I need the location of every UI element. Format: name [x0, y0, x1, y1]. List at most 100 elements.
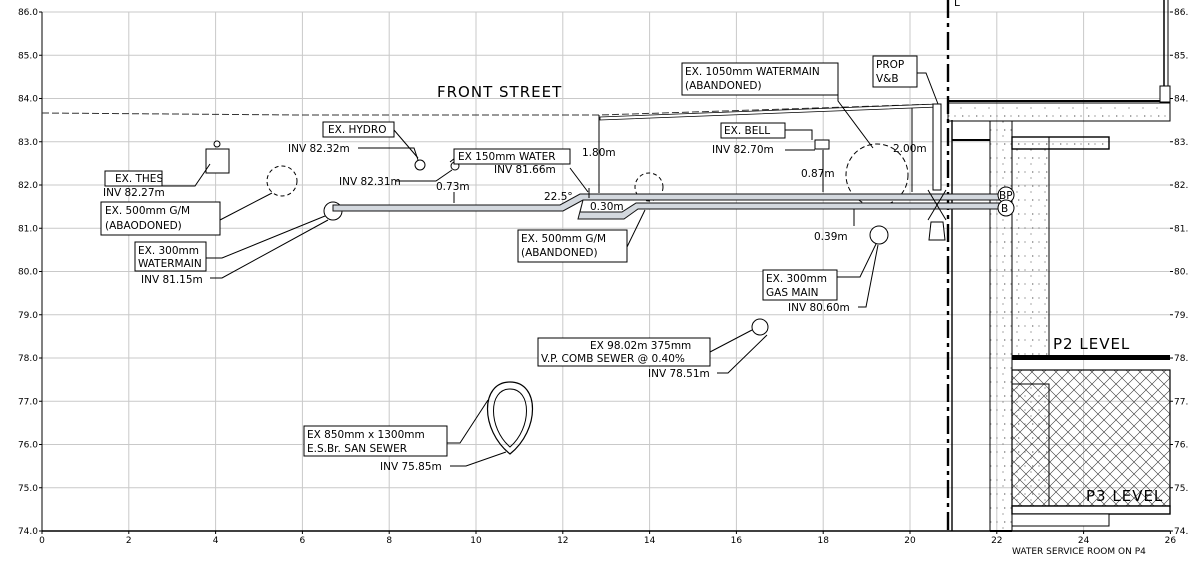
hydro-circle-1	[414, 159, 426, 171]
y-tick-label-right: 80.	[1174, 268, 1188, 278]
thes-label: EX. THES	[115, 173, 163, 185]
grid-lines	[42, 11, 1170, 531]
b-label: B	[1001, 203, 1008, 215]
b-fitting	[997, 199, 1015, 217]
y-tick-label-left: 81.0	[18, 224, 38, 234]
gm500-label-1: EX. 500mm G/M	[105, 205, 190, 217]
gm500-dashed-circle	[266, 165, 298, 197]
y-tick-label-right: 77.	[1174, 397, 1188, 407]
wm1050-label-1: EX. 1050mm WATERMAIN	[685, 66, 820, 78]
dim-073: 0.73m	[436, 181, 470, 193]
x-tick-label: 22	[991, 536, 1002, 546]
x-tick-label: 14	[644, 536, 656, 546]
thes-inv: INV 82.27m	[103, 187, 165, 199]
gm500b-label-1: EX. 500mm G/M	[521, 233, 606, 245]
bell-box	[814, 139, 830, 150]
wm1050-label-2: (ABANDONED)	[685, 80, 762, 92]
gas-main-circle	[869, 225, 889, 245]
wm300-label-1: EX. 300mm	[138, 245, 199, 257]
hydro-label: EX. HYDRO	[328, 124, 386, 136]
y-tick-label-left: 75.0	[18, 484, 38, 494]
comb-label-2: V.P. COMB SEWER @ 0.40%	[541, 353, 685, 365]
y-tick-label-right: 79.	[1174, 311, 1188, 321]
gm500-label-2: (ABAODONED)	[105, 220, 182, 232]
wm300-label-2: WATERMAIN	[138, 258, 202, 270]
dim-087: 0.87m	[801, 168, 835, 180]
valve-box	[927, 103, 947, 241]
x-tick-label: 0	[39, 536, 45, 546]
bell-label: EX. BELL	[724, 125, 770, 137]
angle-label: 22.5°	[544, 191, 573, 203]
x-tick-label: 16	[731, 536, 743, 546]
y-tick-label-right: 85.	[1174, 51, 1188, 61]
p2-level-label: P2 LEVEL	[1053, 335, 1130, 353]
y-axis-ticks-right: 86.85.84.83.82.81.80.79.78.77.76.75.74.	[1170, 8, 1188, 537]
comb-sewer-circle	[751, 318, 769, 336]
x-tick-label: 24	[1078, 536, 1090, 546]
gas-label-1: EX. 300mm	[766, 273, 827, 285]
gas-inv: INV 80.60m	[788, 302, 850, 314]
footer-note: WATER SERVICE ROOM ON P4	[1012, 547, 1146, 557]
y-tick-label-right: 75.	[1174, 484, 1188, 494]
dim-200: 2.00m	[893, 143, 927, 155]
thes-cap	[213, 140, 221, 148]
x-tick-label: 4	[213, 536, 219, 546]
x-tick-label: 12	[557, 536, 568, 546]
dim-180: 1.80m	[582, 147, 616, 159]
street-title: FRONT STREET	[437, 83, 562, 101]
y-tick-label-left: 78.0	[18, 354, 38, 364]
san-inv: INV 75.85m	[380, 461, 442, 473]
y-tick-label-right: 86.	[1174, 8, 1188, 18]
road-surface	[599, 103, 939, 121]
prop-label-1: PROP	[876, 59, 904, 71]
y-tick-label-left: 80.0	[18, 268, 38, 278]
bell-inv: INV 82.70m	[712, 144, 774, 156]
thes-box	[205, 148, 230, 174]
gas-label-2: GAS MAIN	[766, 287, 819, 299]
y-tick-label-right: 78.	[1174, 354, 1188, 364]
y-tick-label-left: 85.0	[18, 51, 38, 61]
label-boxes	[100, 55, 918, 457]
bp-label: BP	[999, 190, 1013, 202]
san-label-1: EX 850mm x 1300mm	[307, 429, 425, 441]
y-tick-label-left: 84.0	[18, 95, 38, 105]
x-tick-label: 8	[386, 536, 392, 546]
y-tick-label-left: 77.0	[18, 397, 38, 407]
y-tick-label-right: 81.	[1174, 224, 1188, 234]
water150-label: EX 150mm WATER	[458, 151, 556, 163]
x-tick-label: 18	[817, 536, 829, 546]
san-label-2: E.S.Br. SAN SEWER	[307, 443, 407, 455]
y-tick-label-left: 82.0	[18, 181, 38, 191]
y-tick-label-left: 76.0	[18, 441, 38, 451]
x-tick-label: 20	[904, 536, 916, 546]
hydro-inv-2: INV 82.31m	[339, 176, 401, 188]
x-tick-label: 2	[126, 536, 132, 546]
san-sewer-outer	[487, 381, 533, 455]
x-tick-label: 10	[470, 536, 482, 546]
y-tick-label-right: 74.	[1174, 527, 1188, 537]
water150-inv: INV 81.66m	[494, 164, 556, 176]
comb-label-1: EX 98.02m 375mm	[590, 340, 691, 352]
san-sewer-inner	[493, 388, 527, 448]
hydro-inv-1: INV 82.32m	[288, 143, 350, 155]
y-tick-label-left: 83.0	[18, 138, 38, 148]
proposed-pipe-lower	[577, 199, 1001, 220]
x-tick-label: 6	[300, 536, 306, 546]
y-tick-label-left: 79.0	[18, 311, 38, 321]
y-axis-ticks-left: 86.0 85.0 84.0 83.0 82.0 81.0 80.0 79.0 78.0 77.0…	[18, 8, 42, 537]
gm500b-label-2: (ABANDONED)	[521, 247, 598, 259]
x-tick-label: 26	[1165, 536, 1177, 546]
y-tick-label-left: 86.0	[18, 8, 38, 18]
comb-inv: INV 78.51m	[648, 368, 710, 380]
wm300-inv: INV 81.15m	[141, 274, 203, 286]
dim-030: 0.30m	[590, 201, 624, 213]
dim-039: 0.39m	[814, 231, 848, 243]
gm500b-dashed-circle	[634, 172, 664, 202]
y-tick-label-right: 82.	[1174, 181, 1188, 191]
y-tick-label-left: 74.0	[18, 527, 38, 537]
y-tick-label-right: 84.	[1174, 95, 1188, 105]
prop-label-2: V&B	[876, 73, 899, 85]
